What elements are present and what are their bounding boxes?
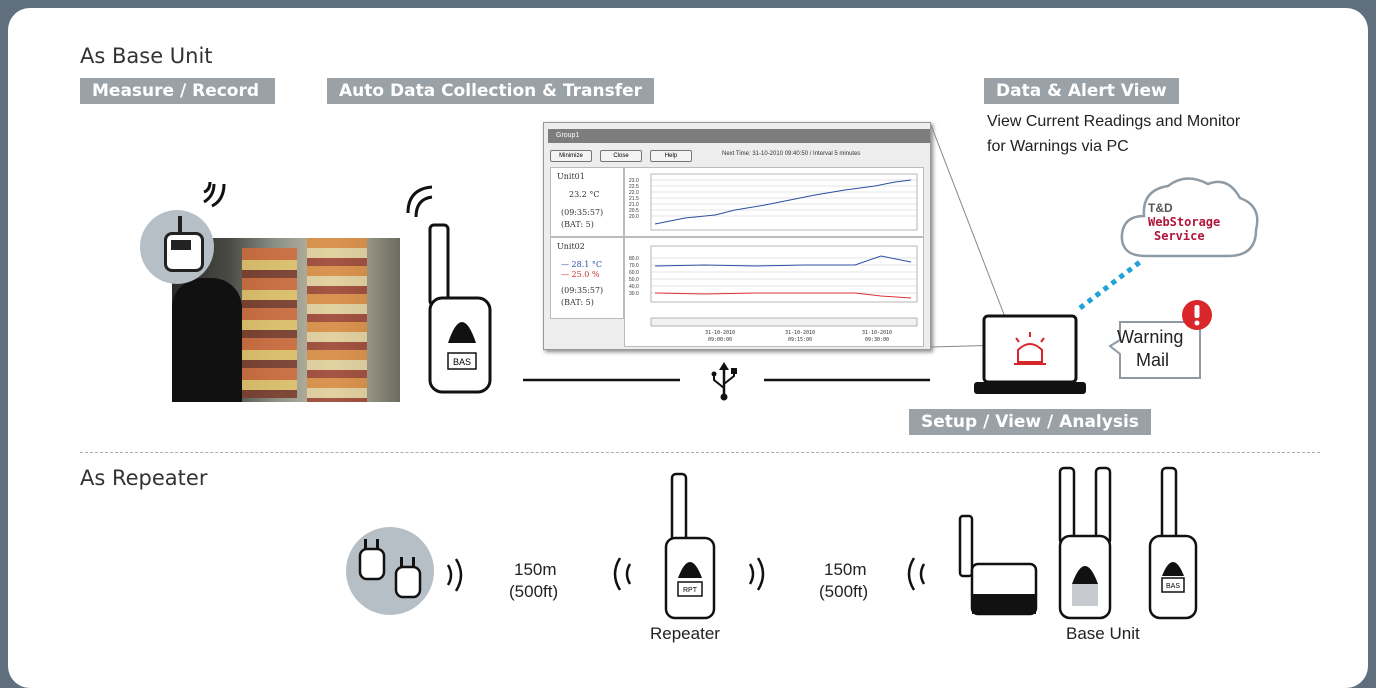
label-measure-record: Measure / Record <box>80 78 275 104</box>
distance-1-feet: (500ft) <box>509 582 559 601</box>
label-setup-view: Setup / View / Analysis <box>909 409 1151 435</box>
cloud-line1: T&D <box>1148 201 1173 215</box>
base-units-group-icon: BAS <box>907 466 1198 620</box>
c2-tick: 50.0 <box>629 277 639 283</box>
logger-bubble <box>140 210 214 284</box>
unit02-temp-line <box>654 255 912 267</box>
unit02-hum-line <box>654 292 912 299</box>
c1-tick: 21.5 <box>629 196 639 202</box>
repeater-tag: RPT <box>683 587 698 594</box>
c2-tick: 70.0 <box>629 263 639 269</box>
x-tick-date: 31-10-2010 <box>785 330 815 336</box>
label-data-alert: Data & Alert View <box>984 78 1179 104</box>
base-device-icon: BAS <box>406 185 492 394</box>
c1-tick: 23.0 <box>629 178 639 184</box>
close-button[interactable]: Close <box>600 150 642 162</box>
alarm-light-icon <box>1014 332 1046 365</box>
warning-text-1: Warning <box>1117 327 1184 347</box>
cloud-line3: Service <box>1154 229 1205 243</box>
unit01-panel: Unit01 23.2 °C (09:35:57) (BAT: 5) <box>550 167 624 237</box>
unit02-time: (09:35:57) <box>561 286 604 295</box>
unit02-temp: — 28.1 °C <box>561 260 603 269</box>
c2-tick: 40.0 <box>629 284 639 290</box>
software-window: Group1 Minimize Close Help Next Time: 31… <box>543 122 931 350</box>
unit02-panel: Unit02 — 28.1 °C — 25.0 % (09:35:57) (BA… <box>550 237 624 319</box>
loggers-group-icon <box>346 527 463 615</box>
c1-tick: 20.0 <box>629 214 639 220</box>
distance-2-feet: (500ft) <box>819 582 869 601</box>
minimize-button[interactable]: Minimize <box>550 150 592 162</box>
warning-text-2: Mail <box>1136 350 1170 370</box>
unit01-time: (09:35:57) <box>561 208 604 217</box>
alert-desc-line1: View Current Readings and Monitor <box>987 113 1241 130</box>
repeater-label: Repeater <box>650 624 720 643</box>
unit01-chart: 23.0 22.5 22.0 21.5 21.0 20.5 20.0 <box>624 167 924 237</box>
unit02-hum: — 25.0 % <box>561 270 600 279</box>
c1-tick: 20.5 <box>629 208 639 214</box>
unit01-bat: (BAT: 5) <box>561 220 594 229</box>
unit02-chart: 80.0 70.0 60.0 50.0 40.0 30.0 31-10-2010… <box>624 237 924 347</box>
unit01-temp: 23.2 °C <box>569 190 600 199</box>
x-tick-date: 31-10-2010 <box>862 330 892 336</box>
c1-tick: 22.5 <box>629 184 639 190</box>
help-button[interactable]: Help <box>650 150 692 162</box>
unit02-name: Unit02 <box>557 242 585 251</box>
next-time-text: Next Time: 31-10-2010 09:40:50 / Interva… <box>722 151 861 157</box>
window-title: Group1 <box>548 129 930 143</box>
section-divider <box>80 452 1320 453</box>
x-tick-time: 09:15:00 <box>788 337 812 343</box>
wireless-signal-icon <box>203 181 226 208</box>
usb-icon <box>711 362 737 401</box>
section-title-repeater: As Repeater <box>80 466 208 490</box>
c1-tick: 22.0 <box>629 190 639 196</box>
exclamation-icon <box>1182 300 1212 330</box>
cloud-icon: T&D WebStorage Service <box>1120 177 1259 258</box>
repeater-device-icon: RPT <box>613 472 765 620</box>
x-tick-date: 31-10-2010 <box>705 330 735 336</box>
c2-tick: 60.0 <box>629 270 639 276</box>
section-title-base: As Base Unit <box>80 44 213 68</box>
c1-tick: 21.0 <box>629 202 639 208</box>
connector-lines <box>523 124 1142 382</box>
laptop-icon <box>974 314 1086 394</box>
c2-tick: 30.0 <box>629 291 639 297</box>
unit02-bat: (BAT: 5) <box>561 298 594 307</box>
unit01-temp-line <box>654 179 912 225</box>
chart-scrollbar <box>650 317 918 327</box>
distance-2-meters: 150m <box>824 560 867 579</box>
distance-1-meters: 150m <box>514 560 557 579</box>
base-device-tag: BAS <box>453 357 471 367</box>
cloud-line2: WebStorage <box>1148 215 1220 229</box>
base-unit-tag: BAS <box>1166 583 1180 590</box>
unit01-name: Unit01 <box>557 172 585 181</box>
c2-tick: 80.0 <box>629 256 639 262</box>
store-photo <box>172 238 400 402</box>
x-tick-time: 09:30:00 <box>865 337 889 343</box>
x-tick-time: 09:00:00 <box>708 337 732 343</box>
label-auto-collection: Auto Data Collection & Transfer <box>327 78 655 104</box>
base-unit-label: Base Unit <box>1066 624 1140 643</box>
alert-desc-line2: for Warnings via PC <box>987 138 1129 155</box>
warning-mail-bubble <box>1108 321 1201 379</box>
